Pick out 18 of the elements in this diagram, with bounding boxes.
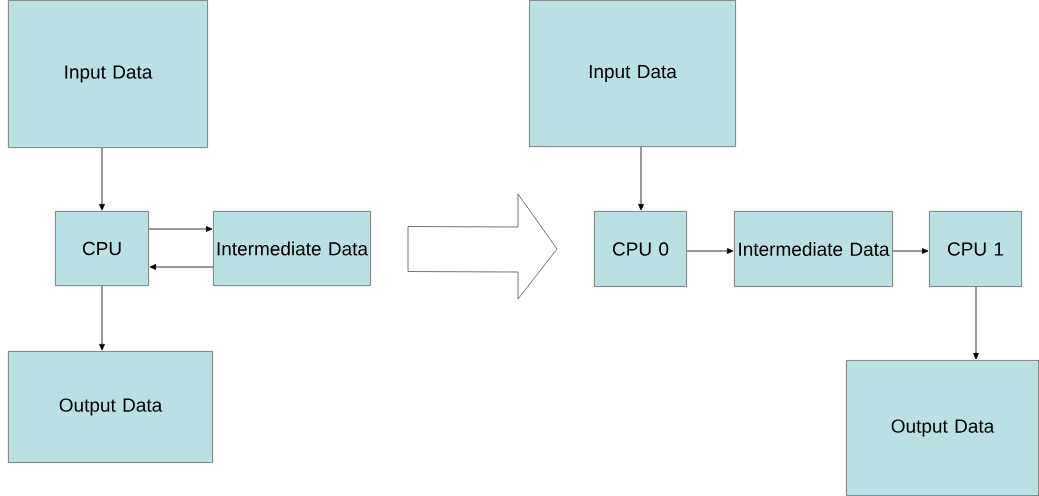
block-arrow	[407, 193, 558, 300]
arrow	[99, 147, 105, 211]
data-box: Input Data	[8, 0, 208, 148]
arrow	[99, 285, 105, 351]
arrow	[148, 226, 213, 232]
arrow	[686, 248, 734, 254]
data-box: Input Data	[529, 0, 736, 147]
arrow	[638, 146, 644, 211]
data-box: Output Data	[8, 351, 213, 463]
data-box: CPU 0	[594, 211, 687, 287]
arrow	[892, 248, 929, 254]
data-box: CPU 1	[929, 211, 1022, 287]
data-box: CPU	[55, 211, 149, 286]
data-box: Intermediate Data	[213, 211, 371, 286]
arrow	[149, 264, 214, 270]
arrow	[973, 286, 979, 360]
data-box: Output Data	[846, 360, 1039, 496]
data-box: Intermediate Data	[734, 211, 893, 287]
